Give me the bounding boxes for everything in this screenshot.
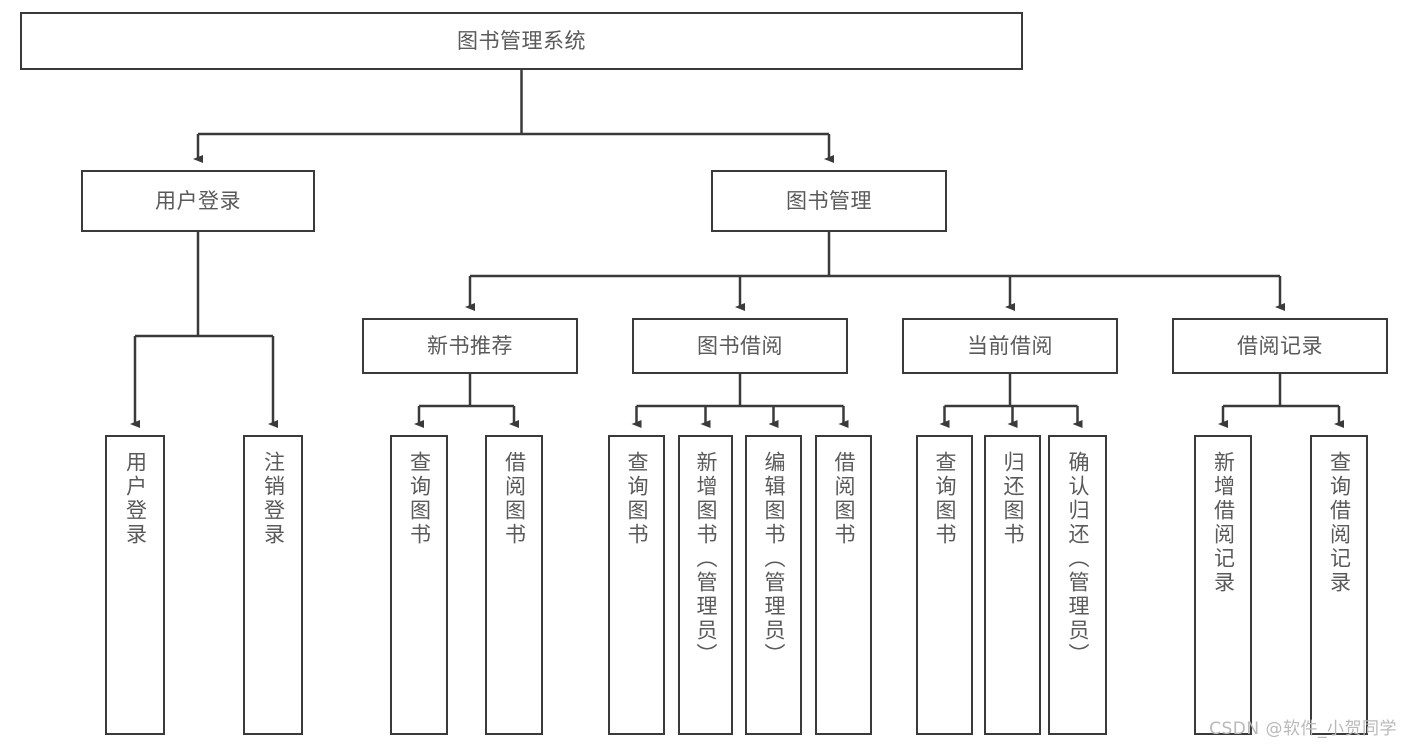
node-leaf-query-book-3[interactable]: 查询图书 [916,435,973,735]
node-book-borrow[interactable]: 图书借阅 [632,318,848,374]
node-label-leaf-borrow-book-2: 借阅图书 [832,451,856,547]
node-label-current-borrow: 当前借阅 [967,333,1053,358]
node-current-borrow[interactable]: 当前借阅 [902,318,1118,374]
node-label-leaf-query-book-3: 查询图书 [933,451,957,547]
node-leaf-return-book[interactable]: 归还图书 [984,435,1041,735]
node-label-book-manage: 图书管理 [786,188,872,213]
node-leaf-user-logout[interactable]: 注销登录 [243,435,303,735]
node-leaf-confirm-return[interactable]: 确认归还（管理员） [1048,435,1107,735]
node-leaf-query-book-2[interactable]: 查询图书 [608,435,665,735]
node-leaf-edit-book[interactable]: 编辑图书（管理员） [745,435,802,735]
node-label-leaf-borrow-book-1: 借阅图书 [502,451,527,547]
node-book-manage[interactable]: 图书管理 [711,170,947,232]
node-label-leaf-add-book: 新增图书（管理员） [694,451,718,667]
node-leaf-add-record[interactable]: 新增借阅记录 [1194,435,1252,735]
watermark-text: CSDN @软件_小贺同学 [1209,719,1397,739]
node-label-leaf-query-book-1: 查询图书 [407,451,432,547]
node-leaf-user-login[interactable]: 用户登录 [105,435,165,735]
node-label-new-book-recommend: 新书推荐 [427,333,513,358]
node-label-leaf-user-login: 用户登录 [123,451,148,547]
node-label-user-login: 用户登录 [155,188,241,213]
node-root[interactable]: 图书管理系统 [20,12,1023,70]
node-leaf-query-book-1[interactable]: 查询图书 [390,435,448,735]
node-label-root: 图书管理系统 [457,28,586,53]
node-label-leaf-query-book-2: 查询图书 [625,451,649,547]
node-new-book-recommend[interactable]: 新书推荐 [362,318,578,374]
node-label-leaf-return-book: 归还图书 [1001,451,1025,547]
node-label-leaf-edit-book: 编辑图书（管理员） [762,451,786,667]
node-label-leaf-add-record: 新增借阅记录 [1211,451,1236,595]
node-label-borrow-record: 借阅记录 [1237,333,1323,358]
node-borrow-record[interactable]: 借阅记录 [1172,318,1388,374]
node-label-book-borrow: 图书借阅 [697,333,783,358]
node-leaf-query-record[interactable]: 查询借阅记录 [1310,435,1368,735]
node-label-leaf-query-record: 查询借阅记录 [1327,451,1352,595]
node-leaf-add-book[interactable]: 新增图书（管理员） [678,435,733,735]
node-leaf-borrow-book-2[interactable]: 借阅图书 [815,435,872,735]
node-label-leaf-confirm-return: 确认归还（管理员） [1066,451,1090,667]
node-user-login[interactable]: 用户登录 [81,170,315,232]
node-leaf-borrow-book-1[interactable]: 借阅图书 [485,435,543,735]
node-label-leaf-user-logout: 注销登录 [261,451,286,547]
